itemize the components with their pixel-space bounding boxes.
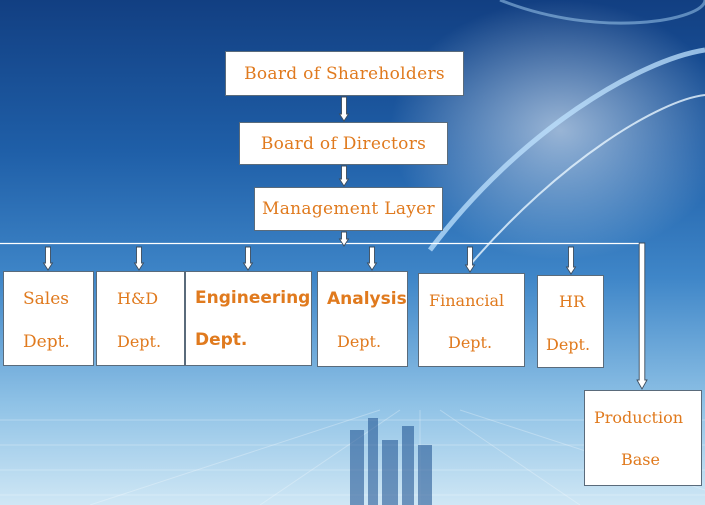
dept-hr-name: HR [559, 292, 585, 311]
shareholders-box: Board of Shareholders [225, 51, 464, 96]
dept-hd-box: H&D Dept. [96, 271, 185, 366]
dept-production-suffix: Base [621, 450, 660, 469]
dept-sales-suffix: Dept. [23, 332, 70, 352]
dept-sales-box: Sales Dept. [3, 271, 94, 366]
management-box: Management Layer [254, 187, 443, 231]
directors-label: Board of Directors [260, 133, 427, 154]
dept-sales-name: Sales [23, 289, 70, 309]
management-label: Management Layer [262, 199, 435, 219]
light-arc [428, 47, 705, 252]
dept-engineering-box: Engineering Dept. [185, 271, 312, 366]
light-arc-top [499, 0, 705, 25]
dept-financial-box: Financial Dept. [418, 273, 525, 367]
dept-financial-name: Financial [429, 291, 505, 310]
dept-analysis-name: Analysis [327, 289, 407, 309]
building-silhouettes [350, 418, 432, 505]
dept-hd-suffix: Dept. [117, 332, 162, 351]
directors-box: Board of Directors [239, 122, 448, 165]
dept-engineering-suffix: Dept. [195, 330, 248, 350]
dept-production-box: Production Base [584, 390, 702, 486]
shareholders-label: Board of Shareholders [244, 63, 445, 84]
dept-analysis-suffix: Dept. [337, 332, 382, 351]
dept-financial-suffix: Dept. [448, 333, 493, 352]
dept-hd-name: H&D [117, 289, 159, 308]
dept-hr-box: HR Dept. [537, 275, 604, 368]
light-arc-thin [469, 94, 705, 266]
dept-production-name: Production [594, 408, 684, 427]
dept-hr-suffix: Dept. [546, 335, 591, 354]
dept-engineering-name: Engineering [195, 288, 311, 308]
dept-analysis-box: Analysis Dept. [317, 271, 408, 367]
